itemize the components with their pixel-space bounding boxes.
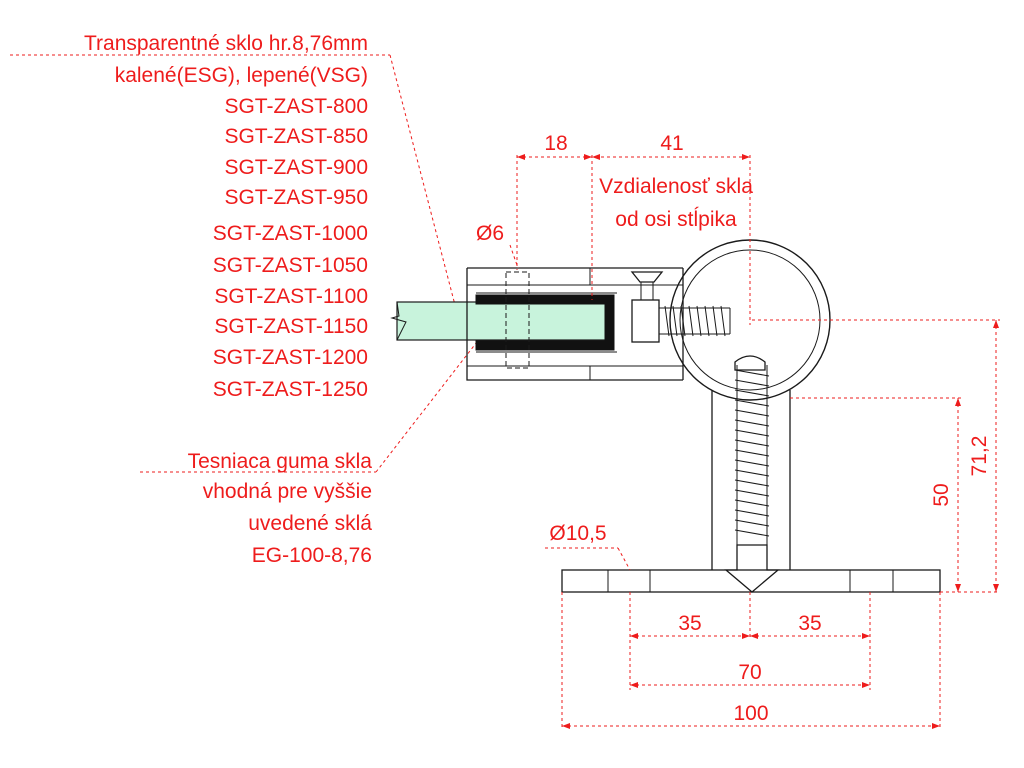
dim-post-height: 50 [930,483,953,506]
dim-pin-diameter: Ø6 [476,222,504,245]
dim-clamp-depth: 18 [544,132,567,155]
rubber-seal-note: Tesniaca guma skla vhodná pre vyššie uve… [188,450,373,567]
dim-hole-offset-right: 35 [798,612,821,635]
rubber-note-line: EG-100-8,76 [252,544,372,567]
dim-hole-spacing: 70 [738,661,761,684]
rubber-note-line: uvedené sklá [248,512,372,535]
glass-note-line: kalené(ESG), lepené(VSG) [115,64,368,87]
set-screw-head [630,271,664,283]
dim-plate-width: 100 [733,702,768,725]
glass-model-code: SGT-ZAST-1100 [214,285,368,308]
glass-model-code: SGT-ZAST-1200 [213,346,368,369]
dim-hole-diameter: Ø10,5 [549,522,606,545]
rubber-note-line: vhodná pre vyššie [203,480,372,503]
glass-spec-note: Transparentné sklo hr.8,76mm kalené(ESG)… [84,32,368,401]
clamp-pin [505,271,530,369]
dimension-lines [509,154,1000,730]
glass-model-code: SGT-ZAST-1250 [213,378,368,401]
base-plate [561,569,941,593]
distance-note-line: Vzdialenosť skla [599,175,753,198]
leader-lines [10,54,481,473]
dim-glass-to-axis: 41 [660,132,683,155]
dim-total-height: 71,2 [968,436,991,477]
glass-model-code: SGT-ZAST-1150 [214,315,368,338]
rubber-seal [475,294,615,351]
support-post [711,365,791,593]
glass-model-code: SGT-ZAST-900 [224,156,368,179]
glass-model-code: SGT-ZAST-850 [224,125,368,148]
glass-note-line: Transparentné sklo hr.8,76mm [84,32,368,55]
glass-model-code: SGT-ZAST-800 [224,95,368,118]
dim-hole-offset-left: 35 [678,612,701,635]
glass-break-mark [390,301,407,341]
glass-model-code: SGT-ZAST-1000 [213,222,368,245]
distance-note-line: od osi stĺpika [615,207,737,231]
glass-panel [396,301,609,341]
glass-model-code: SGT-ZAST-1050 [213,254,368,277]
glass-model-code: SGT-ZAST-950 [224,186,368,209]
rubber-note-line: Tesniaca guma skla [188,450,373,473]
clamp-assembly [390,239,941,593]
